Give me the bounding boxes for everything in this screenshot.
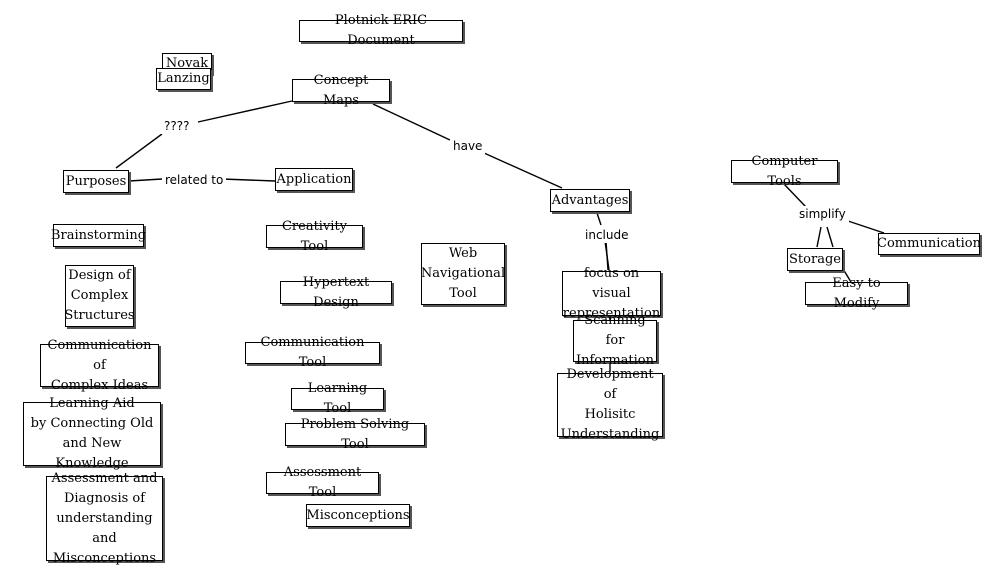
node-communication-complex-ideas[interactable]: Communication of Complex Ideas [40,338,159,393]
link-have-to-advantages [483,152,563,189]
node-computer-tools[interactable]: Computer Tools [731,154,838,189]
node-purposes[interactable]: Purposes [63,170,129,193]
link-simplify-to-storage-2 [826,226,834,248]
link-label-unknown: ???? [161,118,193,134]
link-label-include: include [582,227,632,243]
link-unknown-to-purposes [115,133,163,169]
link-advantages-to-include [596,212,602,226]
link-include-to-focus-2 [605,240,609,271]
node-concept-maps[interactable]: Concept Maps [292,73,390,108]
node-problem-solving-tool[interactable]: Problem Solving Tool [285,417,425,452]
node-learning-tool[interactable]: Learning Tool [291,381,384,416]
link-simplify-to-storage [816,226,822,248]
link-simplify-to-communication [844,219,885,234]
link-label-have: have [450,138,486,154]
link-concept-maps-to-have [372,103,451,141]
node-focus-visual-representation[interactable]: focus on visual representation [562,265,661,321]
node-assessment-tool[interactable]: Assessment Tool [266,465,379,500]
node-storage[interactable]: Storage [787,248,843,271]
node-communication[interactable]: Communication [877,233,981,255]
node-web-navigational-tool[interactable]: Web Navigational Tool [421,243,505,305]
node-communication-tool[interactable]: Communication Tool [245,335,380,370]
node-misconceptions[interactable]: Misconceptions [306,504,410,527]
link-purposes-to-related [128,178,163,182]
link-related-to-application [221,178,276,182]
link-focus-to-scanning [608,315,611,321]
node-assessment-diagnosis[interactable]: Assessment and Diagnosis of understandin… [46,471,163,566]
node-plotnick[interactable]: Plotnick ERIC Document [299,13,463,48]
node-hypertext-design[interactable]: Hypertext Design [280,275,392,310]
link-computer-tools-to-simplify [782,182,807,208]
node-brainstorming[interactable]: Brainstorming [51,224,146,247]
node-scanning-information[interactable]: Scanning for Information [573,313,657,368]
link-label-related-to: related to [162,172,227,188]
node-design-complex-structures[interactable]: Design of Complex Structures [64,265,135,327]
node-development-holistic[interactable]: Development of Holisitc Understanding [557,367,663,442]
link-label-simplify: simplify [796,206,849,222]
node-lanzing[interactable]: Lanzing [156,68,211,90]
node-easy-to-modify[interactable]: Easy to Modify [805,276,908,311]
node-learning-aid[interactable]: Learning Aid by Connecting Old and New K… [23,396,161,471]
node-advantages[interactable]: Advantages [550,189,630,212]
node-application[interactable]: Application [275,168,353,191]
node-creativity-tool[interactable]: Creativity Tool [266,219,363,254]
link-concept-maps-to-unknown [197,100,293,123]
